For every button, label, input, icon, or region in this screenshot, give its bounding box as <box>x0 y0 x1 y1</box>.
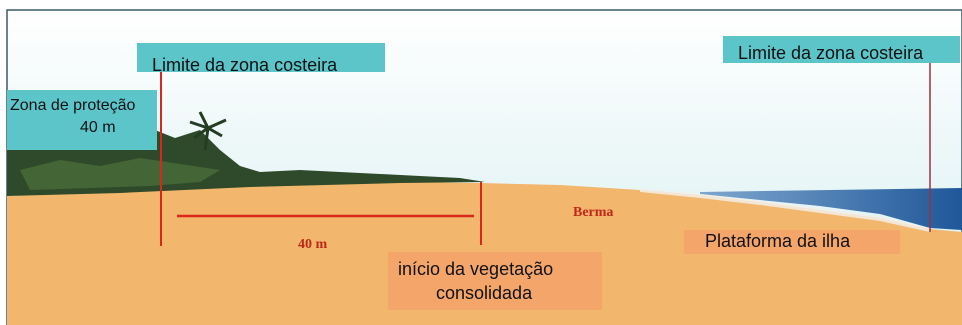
protection-zone-box <box>7 90 157 150</box>
distance-label: 40 m <box>298 237 328 252</box>
protection-zone-label: Zona de proteção <box>10 97 136 114</box>
coastal-limit-right-label: Limite da zona costeira <box>738 43 924 63</box>
coastal-limit-left-label: Limite da zona costeira <box>152 55 338 75</box>
coastal-limit-left-box <box>137 43 385 72</box>
surf-foam <box>640 189 930 232</box>
palm-tree <box>189 111 227 151</box>
protection-zone-distance: 40 m <box>80 119 116 136</box>
island-platform-box <box>684 230 900 254</box>
vegetation-start-label-line2: consolidada <box>436 283 533 303</box>
vegetation-highlight <box>20 158 220 190</box>
sea <box>700 188 962 230</box>
berm-label: Berma <box>573 205 614 220</box>
coastal-limit-right-box <box>723 36 960 63</box>
island-platform-label: Plataforma da ilha <box>705 231 851 251</box>
vegetation-start-box <box>388 252 602 310</box>
vegetation-start-label: início da vegetação <box>398 259 554 279</box>
